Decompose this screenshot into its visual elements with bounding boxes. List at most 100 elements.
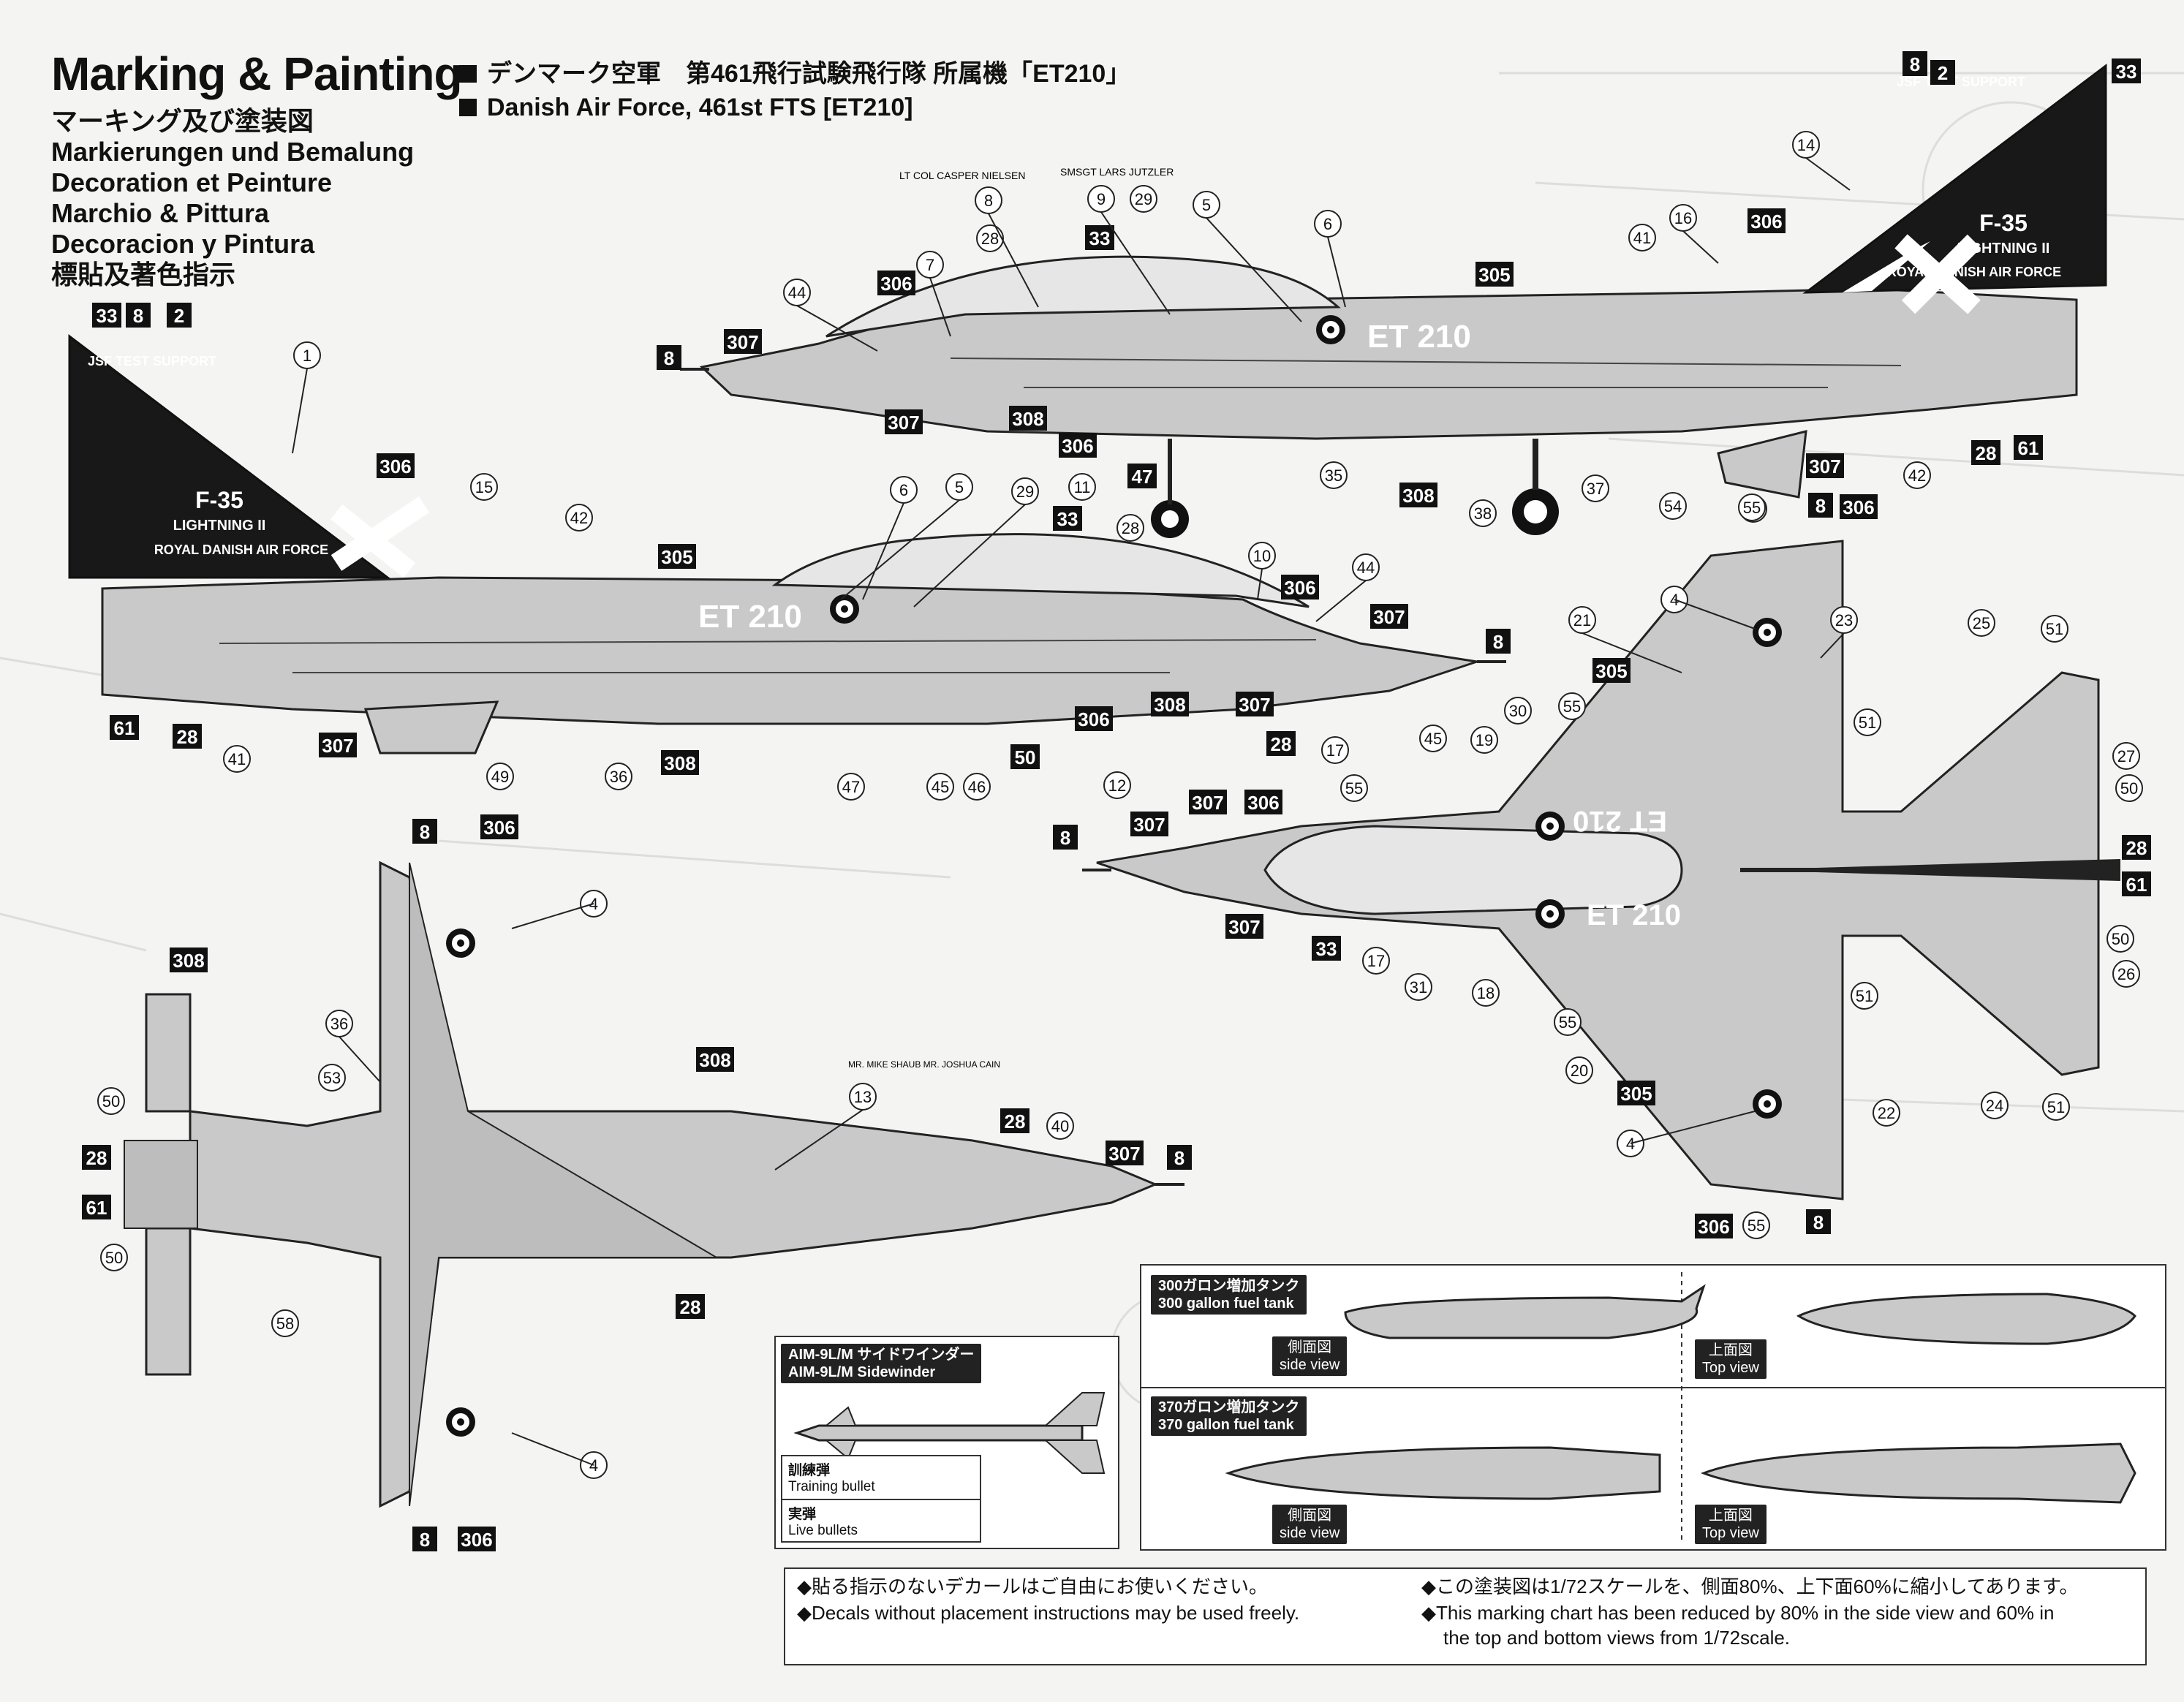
callout-28: 28 [976, 224, 1004, 252]
title-translations: マーキング及び塗装図 Markierungen und Bemalung Dec… [51, 106, 414, 290]
tag-307-8: 307 [1189, 790, 1227, 814]
tag-8-2: 8 [1903, 51, 1927, 76]
svg-text:23: 23 [1835, 611, 1853, 629]
svg-text:306: 306 [1078, 708, 1109, 730]
leader-lines [292, 157, 1851, 1466]
callout-9: 9 [1087, 185, 1115, 213]
svg-text:306: 306 [1698, 1216, 1729, 1238]
callout-29: 29 [1130, 185, 1157, 213]
tag-306-8: 306 [1244, 790, 1282, 814]
svg-text:307: 307 [1239, 694, 1270, 716]
callout-45: 45 [926, 773, 954, 801]
svg-text:8: 8 [1060, 827, 1070, 849]
tag-8-6: 8 [1053, 825, 1078, 850]
callout-36: 36 [605, 763, 632, 790]
tag-61-1: 61 [2014, 435, 2043, 460]
svg-text:308: 308 [173, 950, 204, 972]
tag-33-4: 33 [1053, 506, 1082, 531]
page-title: Marking & Painting [51, 48, 463, 100]
svg-text:4: 4 [1626, 1135, 1635, 1153]
tag-306-7: 306 [1840, 494, 1878, 519]
serial-top: ET 210 [1587, 899, 1681, 931]
callout-25: 25 [1968, 609, 1995, 637]
tank300-jp: 300ガロン増加タンク [1158, 1278, 1300, 1294]
callout-50c: 50 [2115, 774, 2143, 802]
svg-text:58: 58 [276, 1315, 294, 1333]
tag-33-2: 33 [2112, 58, 2141, 83]
callout-50d: 50 [2106, 925, 2134, 953]
svg-text:28: 28 [177, 726, 198, 748]
svg-text:51: 51 [1859, 714, 1876, 732]
svg-text:308: 308 [699, 1049, 730, 1071]
bullet-square-icon [459, 99, 477, 116]
training-en: Training bullet [788, 1479, 875, 1494]
svg-text:8: 8 [1815, 495, 1826, 517]
svg-text:306: 306 [1062, 435, 1093, 457]
top-view-jp: 上面図 [1708, 1342, 1753, 1358]
callout-18: 18 [1472, 979, 1500, 1007]
tank300-side-label: 側面図 side view [1272, 1336, 1348, 1376]
svg-text:53: 53 [323, 1069, 341, 1087]
tag-8-3: 8 [126, 303, 151, 328]
svg-text:41: 41 [1633, 229, 1651, 247]
callout-14: 14 [1792, 131, 1820, 159]
callout-22: 22 [1873, 1099, 1900, 1127]
svg-text:61: 61 [86, 1197, 107, 1219]
aircraft-heading: デンマーク空軍 第461飛行試験飛行隊 所属機「ET210」 Danish Ai… [459, 57, 1130, 124]
callout-55d: 55 [1340, 774, 1368, 802]
svg-text:22: 22 [1878, 1104, 1895, 1122]
callout-55c: 55 [1558, 692, 1586, 720]
svg-text:305: 305 [1595, 660, 1627, 682]
tag-308-3: 308 [1151, 692, 1189, 716]
serial-top-mirror: ET 210 [1573, 805, 1667, 837]
pilot-name-2: SMSGT LARS JUTZLER [1060, 166, 1174, 178]
serial-left: ET 210 [698, 599, 802, 635]
svg-text:44: 44 [788, 284, 806, 302]
callout-26: 26 [2112, 960, 2140, 988]
tag-307-2: 307 [885, 409, 923, 434]
callout-30: 30 [1504, 697, 1532, 725]
tag-307-1: 307 [724, 329, 762, 354]
tank370-top-label: 上面図 Top view [1695, 1505, 1767, 1544]
svg-text:1: 1 [303, 347, 311, 365]
callout-58: 58 [271, 1309, 299, 1337]
callout-23: 23 [1830, 606, 1858, 634]
tag-61-2: 61 [110, 715, 139, 740]
svg-text:30: 30 [1509, 702, 1527, 720]
tag-307-7: 307 [1130, 812, 1168, 836]
canopy-top [1263, 825, 1683, 915]
tag-305-3: 305 [1592, 658, 1631, 683]
callout-41b: 41 [223, 745, 251, 773]
tag-305-2: 305 [658, 544, 696, 569]
tag-2-2: 2 [167, 303, 192, 328]
callout-37: 37 [1582, 474, 1609, 502]
svg-text:305: 305 [1478, 264, 1510, 286]
tank300-top [1796, 1293, 2136, 1345]
callout-51c: 51 [1851, 982, 1878, 1010]
svg-text:307: 307 [1373, 606, 1405, 628]
svg-text:306: 306 [1843, 496, 1874, 518]
tag-308-4: 308 [661, 750, 699, 775]
callout-6b: 6 [890, 476, 918, 504]
svg-text:33: 33 [1089, 227, 1111, 249]
tag-8-7: 8 [1806, 1209, 1831, 1234]
subtitle-de: Markierungen und Bemalung [51, 137, 415, 167]
tail-lightning-right: LIGHTNING II [1957, 241, 2050, 257]
callout-8: 8 [975, 186, 1002, 214]
callout-15: 15 [470, 473, 498, 501]
tail-rdaf-right: ROYAL DANISH AIR FORCE [1887, 265, 2061, 279]
tag-8-9: 8 [1167, 1145, 1192, 1170]
svg-text:307: 307 [1228, 916, 1260, 938]
tag-306-4: 306 [377, 453, 415, 478]
tag-28-3: 28 [173, 724, 202, 749]
callout-31: 31 [1405, 973, 1432, 1001]
side-view-right: ET 210 JSF TEST SUPPORT F-35 LIGHTNING I… [680, 63, 2107, 538]
tag-8-5: 8 [1808, 493, 1833, 518]
color-code-tags: 306 305 306 307 8 307 308 306 33 47 308 … [82, 51, 2151, 1551]
tag-28-7: 28 [676, 1294, 705, 1319]
svg-text:12: 12 [1108, 776, 1126, 795]
svg-text:55: 55 [1563, 697, 1581, 716]
callout-50a: 50 [97, 1087, 125, 1115]
svg-text:36: 36 [330, 1015, 348, 1033]
tag-33-5: 33 [1312, 936, 1341, 961]
